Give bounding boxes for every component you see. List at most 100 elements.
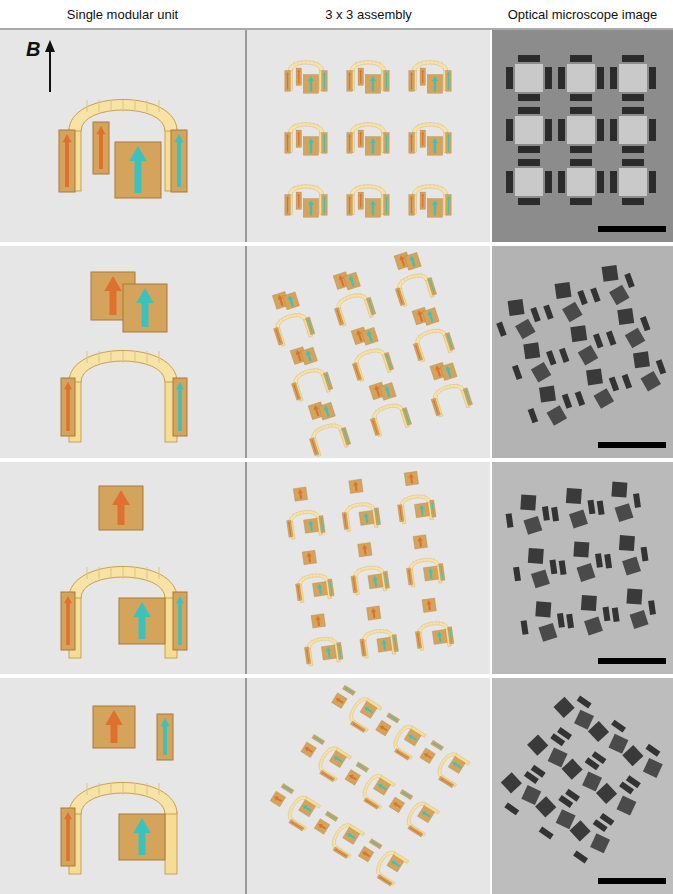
hinge-line (305, 575, 306, 578)
hinge-line (379, 61, 380, 65)
magnet-arrow (434, 204, 436, 215)
hinge-line (111, 351, 112, 363)
particle (593, 333, 603, 348)
hinge-line (302, 61, 303, 65)
particle (559, 560, 567, 575)
magnetic-panel (59, 130, 75, 192)
arrow-head (444, 365, 450, 371)
assembly-unit (264, 287, 316, 347)
magnet-arrow (111, 724, 118, 743)
arrow-head (317, 822, 323, 828)
magnetic-panel (413, 535, 427, 549)
hinge-line (159, 567, 160, 579)
magnet-arrow (430, 315, 432, 322)
hinge-line (412, 560, 413, 563)
magnet-arrow (277, 798, 281, 801)
particle (496, 322, 506, 337)
particle (558, 171, 565, 193)
arrow-head (370, 138, 376, 143)
hinge-line (374, 348, 375, 351)
magnetic-panel (343, 272, 360, 290)
magnet-arrow (419, 541, 422, 547)
hinge-line (418, 123, 419, 127)
hinge-line (361, 353, 362, 356)
hinge-line (430, 558, 431, 561)
arrow-head (64, 596, 72, 603)
magnet-arrow (381, 786, 386, 789)
particle (633, 493, 641, 508)
magnet-arrow (402, 259, 404, 266)
column-heading: Single modular unit (67, 7, 178, 22)
magnet-arrow (353, 579, 355, 591)
magnet-arrow (135, 160, 142, 193)
particle (610, 119, 617, 141)
particle (520, 494, 536, 510)
hinge-arch (69, 351, 177, 383)
magnetic-panel (360, 701, 377, 718)
particle (648, 600, 656, 615)
particle (570, 146, 592, 153)
magnetic-panel (439, 563, 445, 580)
arrow-head (352, 577, 355, 579)
hinge-line (453, 384, 454, 387)
arrow-head (287, 294, 293, 300)
hinge-line (436, 389, 437, 392)
hinge-line (418, 334, 419, 337)
particle (622, 745, 643, 766)
particle (538, 623, 557, 642)
particle (523, 516, 542, 535)
particle (626, 589, 642, 605)
hinge-arch (352, 345, 386, 364)
magnet-arrow (365, 854, 369, 857)
hinge-line (294, 123, 295, 127)
particle (551, 507, 559, 522)
magnet-arrow (422, 134, 423, 146)
hinge-line (378, 347, 379, 350)
hinge-line (331, 636, 332, 639)
particle (545, 119, 552, 141)
particle (602, 265, 619, 282)
hinge-line (433, 185, 434, 189)
magnetic-panel (423, 566, 438, 581)
assembly (266, 683, 471, 887)
magnet-arrow (448, 336, 452, 348)
hinge-line (310, 639, 311, 642)
hinge-line (380, 860, 383, 862)
arrow-head (176, 382, 184, 389)
arrow-head (414, 344, 417, 347)
arrow-head (63, 134, 72, 142)
magnet-arrow (383, 643, 386, 650)
particle (575, 391, 585, 406)
arrow-head (306, 552, 312, 557)
magnetic-panel (270, 791, 286, 807)
particle (581, 595, 597, 611)
scale-bar (598, 226, 666, 232)
particle (546, 350, 556, 365)
assembly-unit (409, 123, 451, 156)
hinge-line (341, 824, 344, 826)
magnetic-panel (360, 639, 366, 656)
magnet-arrow (387, 390, 389, 397)
arrow-head (323, 196, 326, 199)
magnet-arrow (364, 548, 367, 554)
arrow-head (288, 521, 291, 523)
hinge-arch (69, 100, 177, 132)
arrow-head (337, 274, 343, 280)
hinge-line (350, 712, 353, 714)
magnetic-panel (157, 714, 173, 760)
hinge-line (298, 185, 299, 189)
hinge-line (285, 316, 286, 319)
hinge-line (457, 383, 458, 386)
particle (645, 744, 660, 757)
particle (625, 328, 645, 348)
modular-unit (61, 706, 177, 874)
hinge-line (296, 512, 297, 515)
hinge-line (369, 631, 370, 634)
assembly-unit (415, 738, 470, 789)
magnet-arrow (383, 728, 387, 731)
particle (577, 563, 596, 582)
arrow-head (275, 329, 278, 332)
magnetic-panel (328, 579, 334, 596)
particle (582, 772, 602, 792)
magnet-arrow (287, 74, 288, 89)
